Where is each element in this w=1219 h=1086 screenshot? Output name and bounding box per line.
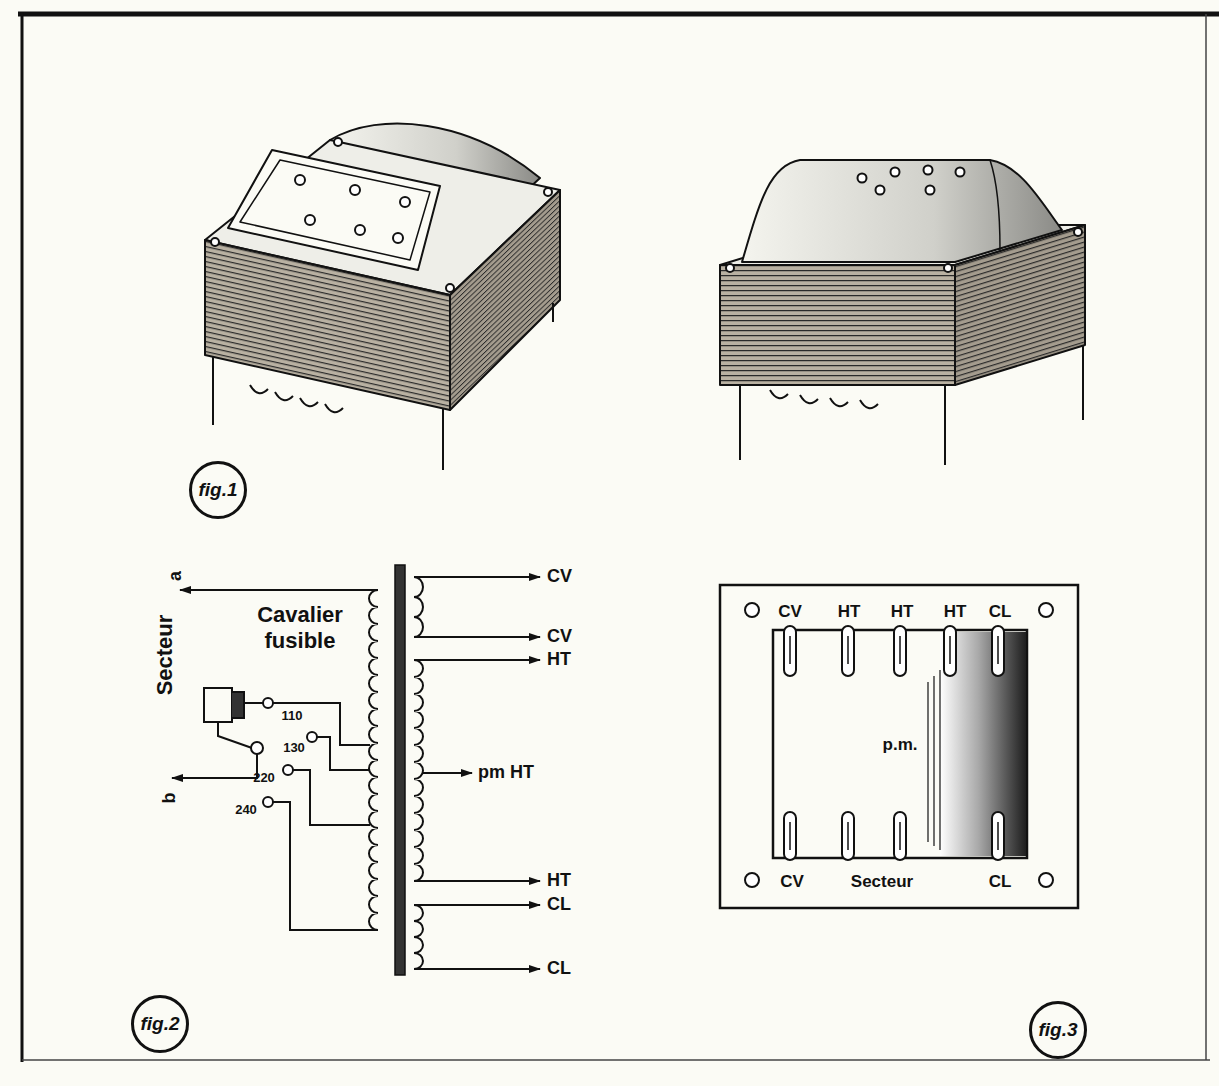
label: CV xyxy=(547,627,572,647)
page-frame xyxy=(18,12,1219,1062)
label: HT xyxy=(891,603,914,622)
label: CL xyxy=(547,959,571,979)
iron-core xyxy=(395,565,405,975)
cl-winding xyxy=(414,905,423,969)
figure-badge: fig.1 xyxy=(189,461,247,519)
ht-winding xyxy=(414,660,423,881)
label: a xyxy=(166,571,186,581)
label: Cavalier fusible xyxy=(241,602,359,655)
transformer-schematic xyxy=(172,565,540,975)
terminal-board xyxy=(720,585,1078,908)
label: CV xyxy=(778,603,802,622)
figure-number: fig.3 xyxy=(1038,1019,1077,1041)
label: CL xyxy=(547,895,571,915)
label: HT xyxy=(838,603,861,622)
cv-winding xyxy=(414,577,423,637)
label: Secteur xyxy=(153,615,177,696)
figure-badge: fig.3 xyxy=(1029,1001,1087,1059)
primary-winding xyxy=(369,590,378,930)
fuse-jumper xyxy=(204,688,232,722)
figure-number: fig.2 xyxy=(140,1013,179,1035)
label: b xyxy=(160,793,180,804)
figure-badge: fig.2 xyxy=(131,995,189,1053)
label: pm HT xyxy=(478,763,534,783)
transformer-covered xyxy=(720,160,1085,465)
label: HT xyxy=(547,650,571,670)
label: HT xyxy=(944,603,967,622)
label: 130 xyxy=(283,741,305,755)
label: CL xyxy=(989,873,1012,892)
label: CV xyxy=(547,567,572,587)
transformer-open-board xyxy=(205,124,560,470)
label: 220 xyxy=(253,771,275,785)
label: CL xyxy=(989,603,1012,622)
label: 110 xyxy=(282,709,303,723)
label: Secteur xyxy=(851,873,913,892)
label: HT xyxy=(547,871,571,891)
figure-number: fig.1 xyxy=(198,479,237,501)
label: 240 xyxy=(235,803,257,817)
label: CV xyxy=(780,873,804,892)
label: p.m. xyxy=(883,736,918,755)
